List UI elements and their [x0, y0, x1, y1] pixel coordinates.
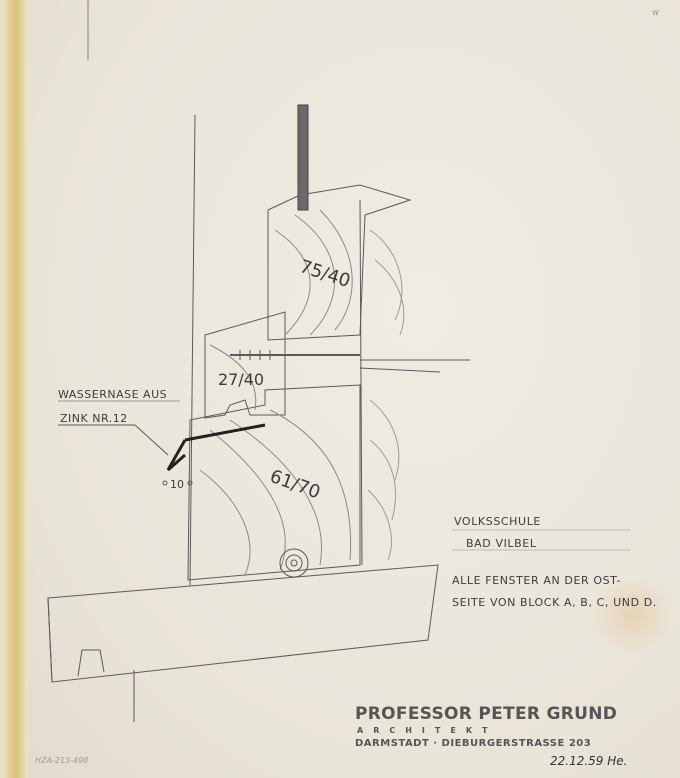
bottom-beam-outline: [47, 564, 439, 683]
side-section-label: 27/40: [218, 370, 264, 389]
paper-stain: [588, 580, 678, 650]
archive-stamp: HZA-213-498: [35, 756, 89, 765]
drip-nose-note-line2: ZINK NR.12: [60, 412, 128, 425]
project-name-line1: VOLKSSCHULE: [454, 515, 541, 528]
drawing-date: 22.12.59 He.: [550, 754, 628, 768]
wall-line: [189, 114, 196, 586]
side-section-outline: [204, 311, 286, 419]
firm-role: ARCHITEKT: [357, 726, 498, 735]
corner-mark: w: [652, 8, 660, 18]
upper-section-label: 75/40: [297, 256, 353, 292]
remark-line1: ALLE FENSTER AN DER OST-: [452, 574, 622, 587]
glass-rod: [297, 104, 309, 211]
main-section-outline: [187, 384, 361, 581]
firm-name: PROFESSOR PETER GRUND: [355, 704, 618, 724]
project-name-line2: BAD VILBEL: [466, 537, 537, 550]
main-section-label: 61/70: [267, 466, 323, 503]
dimension-label: 10: [170, 478, 184, 491]
drip-nose-note-line1: WASSERNASE AUS: [58, 388, 168, 401]
remark-line2: SEITE VON BLOCK A, B, C, UND D.: [452, 596, 657, 609]
upper-frame-outline: [267, 184, 412, 341]
firm-address: DARMSTADT · DIEBURGERSTRASSE 203: [355, 738, 592, 749]
binding-strip: [0, 0, 28, 778]
